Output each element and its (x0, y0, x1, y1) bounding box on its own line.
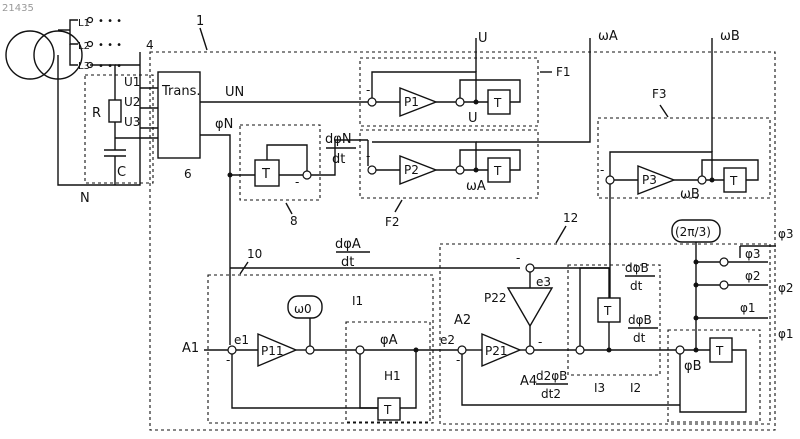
node-a4-label: A4 (520, 374, 537, 389)
phi-1-output-label: φ1 (778, 327, 794, 341)
differentiator-frame (240, 125, 320, 200)
neutral-label: N (80, 191, 90, 206)
u3-label: U3 (124, 115, 140, 129)
i1-label: I1 (352, 294, 363, 308)
svg-text:P3: P3 (642, 173, 657, 187)
u1-label: U1 (124, 75, 140, 89)
dphi-a-label: dφA (335, 237, 361, 252)
svg-text:dt: dt (633, 331, 646, 345)
omega-b-label: ωB (680, 187, 700, 202)
svg-text:T: T (383, 403, 392, 417)
p22-label: P22 (484, 291, 507, 305)
phi-2-inner-label: φ2 (745, 269, 761, 283)
dphi-n-label: dφN (325, 132, 352, 147)
network-ref-4: 4 (146, 38, 154, 52)
phi-3-inner-label: φ3 (745, 247, 761, 261)
svg-text:T: T (729, 174, 738, 188)
node-a1-label: A1 (182, 341, 199, 356)
un-label: UN (225, 85, 244, 100)
block-ref-8: 8 (290, 214, 298, 228)
node-e2-label: e2 (440, 333, 455, 347)
svg-text:dt: dt (341, 255, 354, 270)
two-pi-3-label: (2π/3) (675, 225, 711, 239)
phi-n-label: φN (215, 117, 233, 132)
svg-text:dt: dt (332, 152, 345, 167)
block-ref-12: 12 (563, 211, 578, 225)
h1-label: H1 (384, 369, 401, 383)
p22-amp (508, 288, 552, 326)
block-ref-10: 10 (247, 247, 262, 261)
svg-text:P1: P1 (404, 95, 419, 109)
svg-text:P11: P11 (261, 344, 284, 358)
svg-text:dt: dt (630, 279, 643, 293)
block-12-frame (440, 244, 770, 424)
svg-text:-: - (456, 353, 460, 367)
node-a2-label: A2 (454, 313, 471, 328)
f3-label: F3 (652, 87, 667, 101)
resistor-label: R (92, 106, 101, 121)
dphi-b-label-1: dφB (625, 261, 649, 275)
svg-text:T: T (261, 167, 270, 182)
figure-number: 1 (196, 14, 204, 29)
phi-a-label: φA (380, 333, 398, 348)
svg-text:P2: P2 (404, 163, 419, 177)
f1-frame (360, 58, 538, 126)
node-e1-label: e1 (234, 333, 249, 347)
svg-text:-: - (538, 335, 542, 349)
capacitor-label: C (117, 165, 126, 180)
node-e3-label: e3 (536, 275, 551, 289)
svg-text:• • •: • • • (98, 61, 122, 72)
omega-a-label: ωA (466, 179, 486, 194)
svg-text:-: - (600, 163, 604, 177)
svg-text:dt2: dt2 (541, 387, 561, 401)
omega-0-label: ω0 (294, 302, 312, 316)
svg-text:U: U (468, 111, 478, 126)
f2-label: F2 (385, 215, 400, 229)
f2-frame (360, 130, 538, 198)
transformer-label: Trans. (161, 84, 201, 99)
svg-text:-: - (295, 175, 299, 189)
svg-text:T: T (603, 304, 612, 318)
svg-text:• • •: • • • (98, 40, 122, 51)
phi-3-output-label: φ3 (778, 227, 794, 241)
svg-text:T: T (715, 344, 724, 358)
u2-label: U2 (124, 95, 140, 109)
svg-text:-: - (366, 83, 370, 97)
phi-1-inner-label: φ1 (740, 301, 756, 315)
svg-text:• • •: • • • (98, 16, 122, 27)
f1-label: F1 (556, 65, 571, 79)
figure-id: 21435 (2, 3, 34, 14)
svg-text:-: - (516, 251, 520, 265)
dphi-b-label-2: dφB (628, 313, 652, 327)
phi-b-label: φB (684, 359, 702, 374)
phi-2-output-label: φ2 (778, 281, 794, 295)
svg-text:T: T (493, 164, 502, 178)
svg-text:-: - (226, 353, 230, 367)
omega-b-output-label: ωB (720, 29, 740, 44)
u-output-label: U (478, 31, 488, 46)
omega-a-output-label: ωA (598, 29, 618, 44)
d2phi-b-label: d2φB (536, 369, 567, 383)
svg-text:T: T (493, 96, 502, 110)
svg-text:P21: P21 (485, 344, 508, 358)
transformer-ref: 6 (184, 167, 192, 181)
i3-label: I3 (594, 381, 605, 395)
i2-label: I2 (630, 381, 641, 395)
